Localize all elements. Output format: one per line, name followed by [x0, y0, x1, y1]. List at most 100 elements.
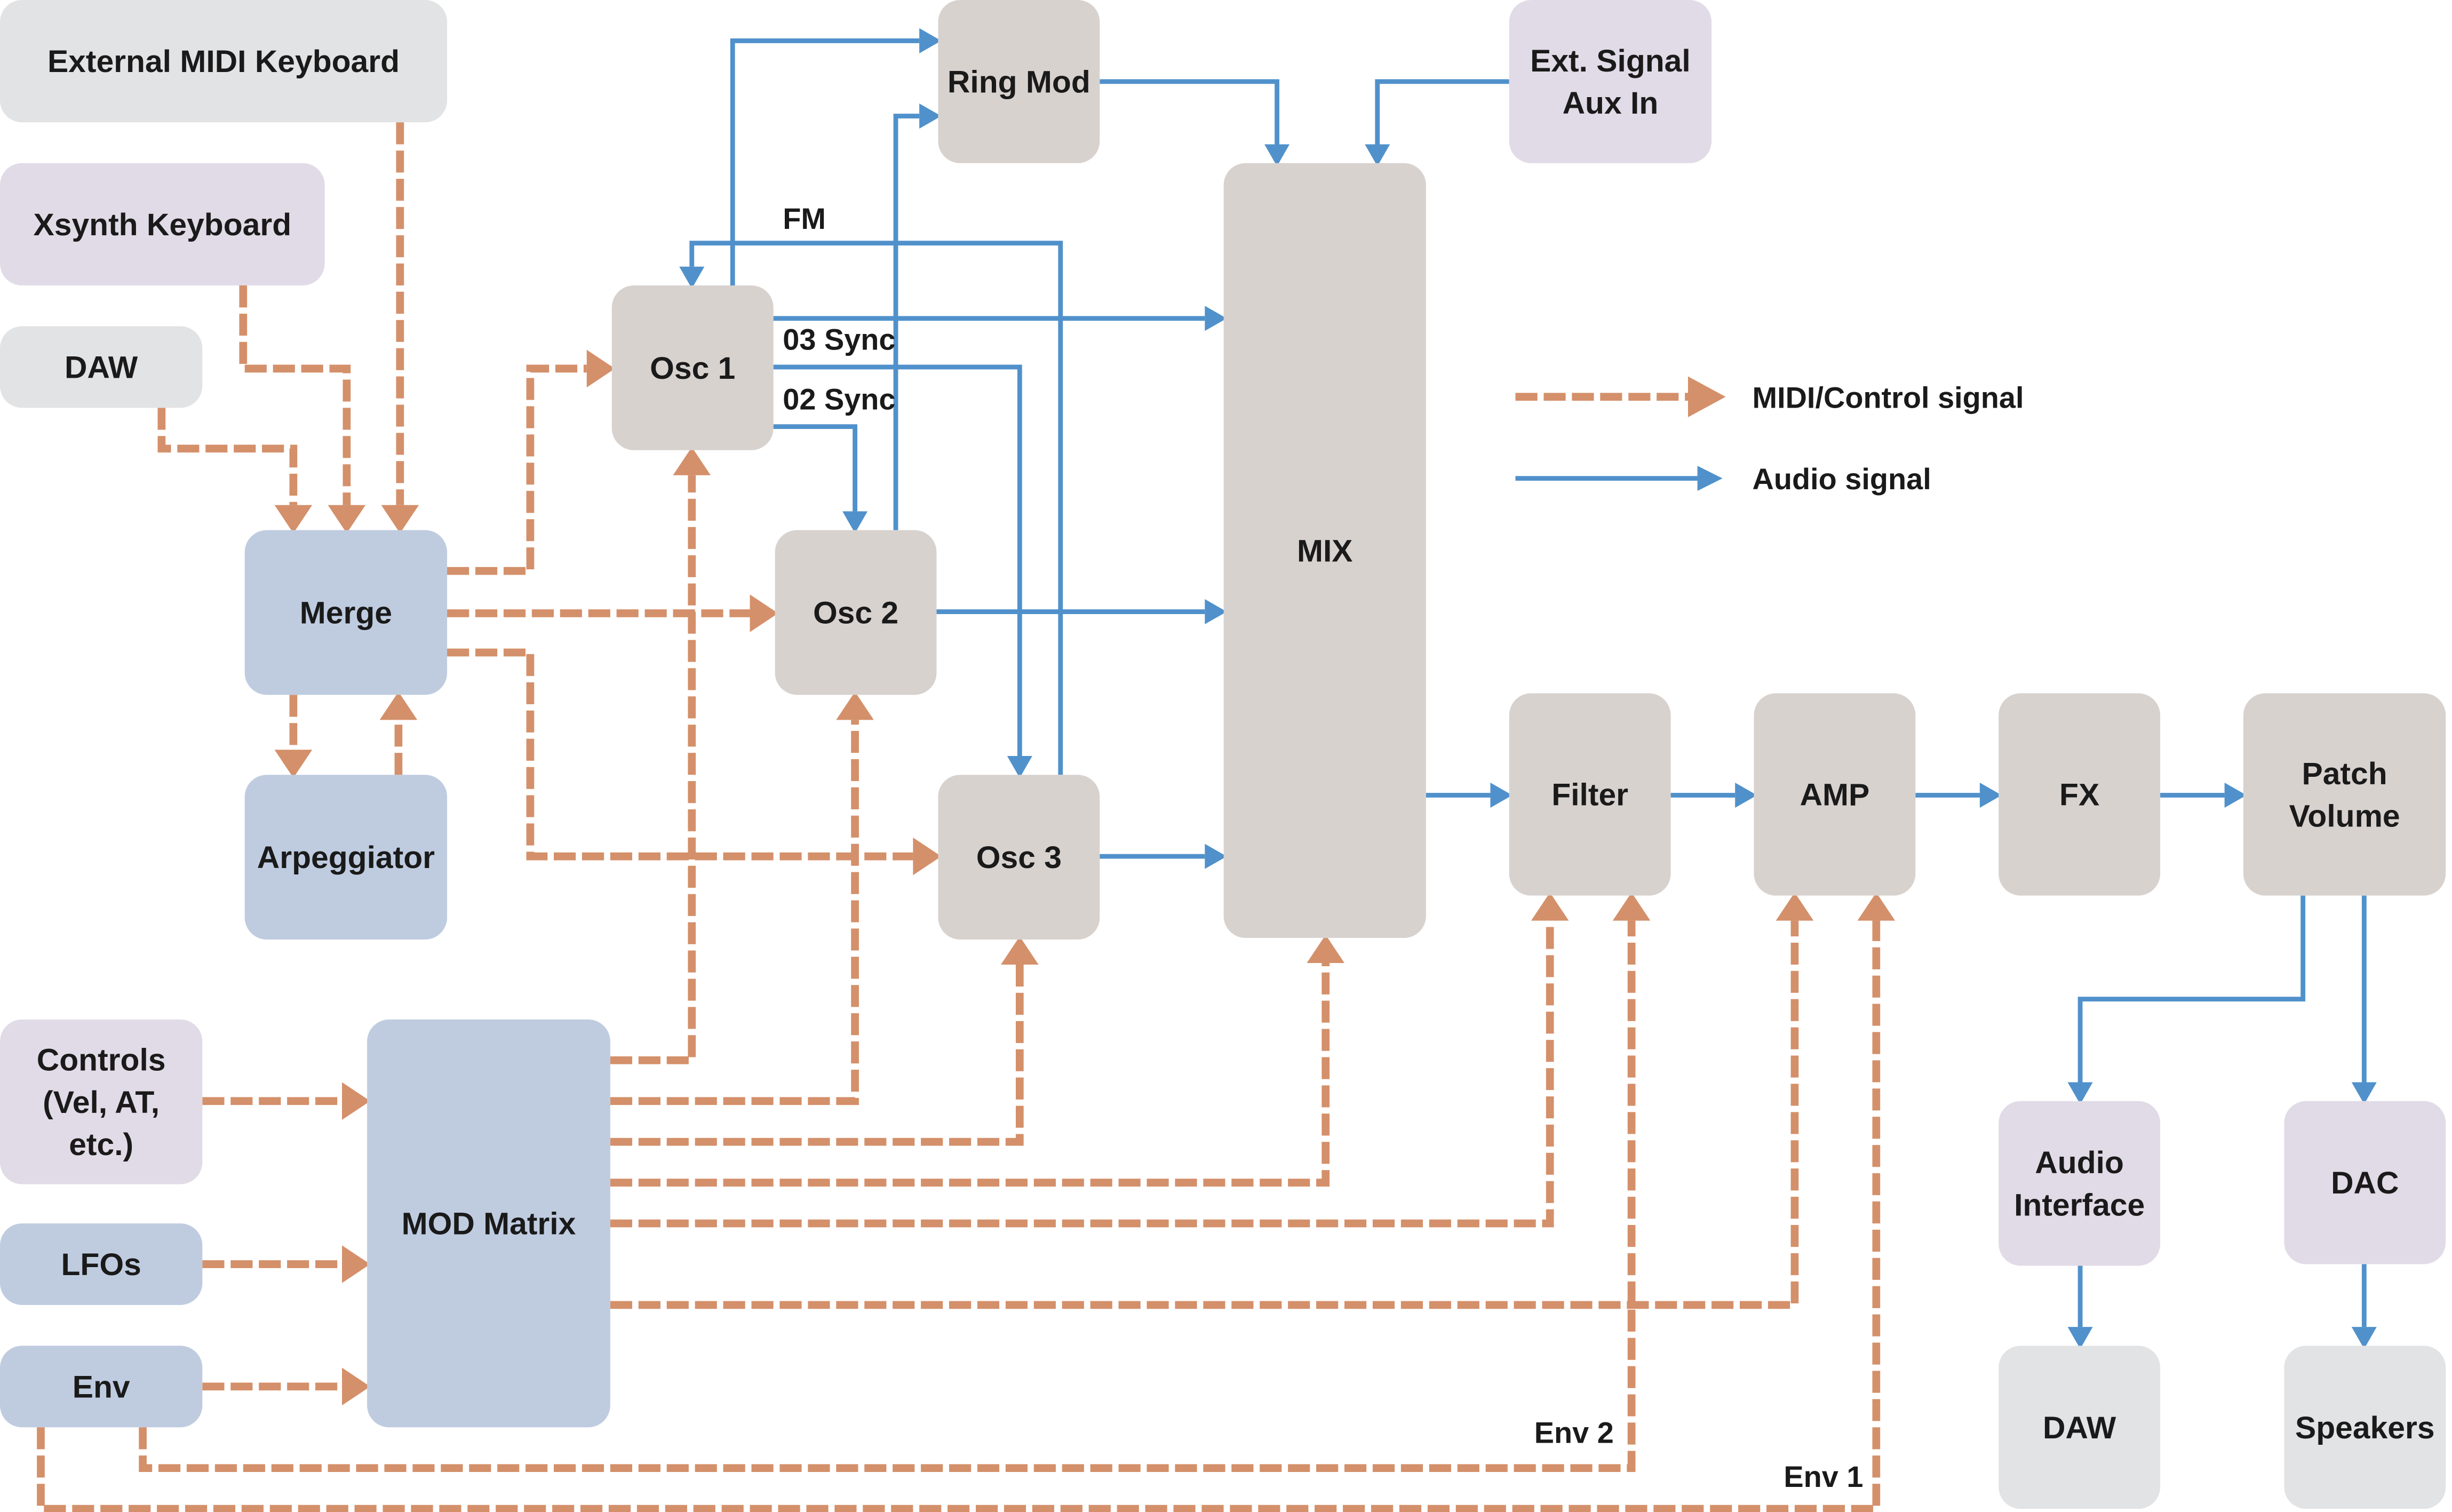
- legend-midi-label: MIDI/Control signal: [1753, 380, 2024, 414]
- arrowhead-icon: [1307, 935, 1345, 964]
- midi-control-connector: [157, 408, 298, 505]
- arrowhead-icon: [750, 594, 778, 632]
- node-controls: Controls(Vel, AT,etc.): [0, 1019, 203, 1184]
- arrowhead-icon: [919, 104, 942, 129]
- node-box: [611, 285, 774, 450]
- node-ext-midi: External MIDI Keyboard: [0, 0, 448, 123]
- node-label: External MIDI Keyboard: [47, 44, 400, 79]
- midi-control-connector: [447, 648, 913, 861]
- arrowhead-icon: [1531, 892, 1569, 921]
- node-box: [1509, 0, 1712, 163]
- midi-control-connector: [610, 964, 1024, 1146]
- node-label: DAW: [2043, 1411, 2116, 1445]
- node-box: [244, 530, 448, 695]
- midi-control-connector: [37, 920, 1881, 1512]
- node-box: [1509, 693, 1671, 896]
- node-osc3: Osc 3: [938, 775, 1100, 940]
- node-label: Osc 2: [813, 596, 898, 631]
- arrowhead-icon: [1205, 599, 1227, 625]
- node-osc1: Osc 1: [611, 285, 774, 450]
- node-xsynth-kb: Xsynth Keyboard: [0, 163, 325, 286]
- arrowhead-icon: [1857, 892, 1896, 921]
- midi-control-connector: [610, 963, 1330, 1187]
- node-label: Speakers: [2295, 1411, 2435, 1445]
- arrowhead-icon: [836, 691, 874, 720]
- node-label: Ring Mod: [948, 65, 1090, 99]
- node-box: [0, 1223, 203, 1305]
- node-label: FX: [2059, 778, 2099, 813]
- arrowhead-icon: [342, 1082, 370, 1120]
- audio-connector: [773, 364, 1022, 756]
- node-label: DAW: [65, 351, 138, 385]
- arrowhead-icon: [1001, 936, 1039, 965]
- midi-control-connector: [610, 720, 859, 1105]
- node-label: Interface: [2014, 1188, 2145, 1222]
- node-label: Osc 1: [650, 351, 735, 386]
- legend-audio-arrowhead: [1697, 466, 1723, 491]
- arrowhead-icon: [342, 1245, 370, 1283]
- node-label: MOD Matrix: [402, 1207, 576, 1242]
- audio-connector: [1100, 79, 1279, 145]
- arrowhead-icon: [913, 837, 942, 876]
- node-box: [938, 0, 1100, 163]
- arrowhead-icon: [1612, 892, 1651, 921]
- node-filter: Filter: [1509, 693, 1671, 896]
- node-label: Aux In: [1563, 86, 1659, 121]
- arrowhead-icon: [2351, 1327, 2377, 1349]
- node-label: Ext. Signal: [1530, 44, 1691, 78]
- fm-label: FM: [783, 202, 826, 235]
- arrowhead-icon: [1735, 782, 1757, 808]
- env1-label: Env 1: [1784, 1460, 1863, 1493]
- audio-connector: [773, 424, 857, 512]
- node-box: [0, 1346, 203, 1428]
- legend: MIDI/Control signal Audio signal: [1515, 376, 2024, 496]
- node-label: Volume: [2289, 799, 2400, 833]
- arrowhead-icon: [2067, 1082, 2093, 1104]
- node-label: DAC: [2331, 1166, 2399, 1200]
- node-speakers: Speakers: [2284, 1346, 2446, 1509]
- node-label: Xsynth Keyboard: [34, 208, 292, 242]
- node-label: etc.): [69, 1127, 133, 1162]
- node-daw-out: DAW: [1999, 1346, 2161, 1509]
- arrowhead-icon: [1776, 892, 1814, 921]
- arrowhead-icon: [274, 750, 313, 778]
- midi-control-connector: [239, 285, 351, 505]
- node-label: LFOs: [61, 1247, 141, 1282]
- node-box: [367, 1019, 610, 1428]
- midi-control-connector: [610, 475, 696, 1064]
- node-box: [2243, 693, 2446, 896]
- node-fx: FX: [1999, 693, 2161, 896]
- node-label: Controls: [37, 1043, 166, 1077]
- node-box: [938, 775, 1100, 940]
- node-mix: MIX: [1223, 163, 1426, 938]
- arrowhead-icon: [586, 349, 615, 388]
- arrowhead-icon: [2067, 1327, 2093, 1349]
- arrowhead-icon: [1007, 756, 1032, 778]
- node-box: [1999, 1101, 2161, 1266]
- node-label: Merge: [300, 596, 392, 631]
- arrowhead-icon: [2351, 1082, 2377, 1104]
- midi-control-connector: [610, 920, 1554, 1228]
- arrowhead-icon: [1264, 144, 1290, 166]
- node-amp: AMP: [1754, 693, 1916, 896]
- audio-connector: [2077, 895, 2306, 1083]
- node-box: [1999, 1346, 2161, 1509]
- node-arp: Arpeggiator: [244, 775, 448, 940]
- node-label: Audio: [2035, 1145, 2124, 1180]
- node-box: [244, 775, 448, 940]
- arrowhead-icon: [274, 505, 313, 534]
- arrowhead-icon: [2224, 782, 2247, 808]
- midi-control-connector: [447, 364, 587, 575]
- node-label: Arpeggiator: [257, 840, 435, 875]
- audio-connector: [689, 241, 1063, 775]
- arrowhead-icon: [379, 691, 418, 720]
- node-box: [1754, 693, 1916, 896]
- arrowhead-icon: [919, 28, 942, 53]
- arrowhead-icon: [328, 505, 366, 534]
- node-box: [775, 530, 937, 695]
- node-env: Env: [0, 1346, 203, 1428]
- audio-connector: [1375, 79, 1509, 145]
